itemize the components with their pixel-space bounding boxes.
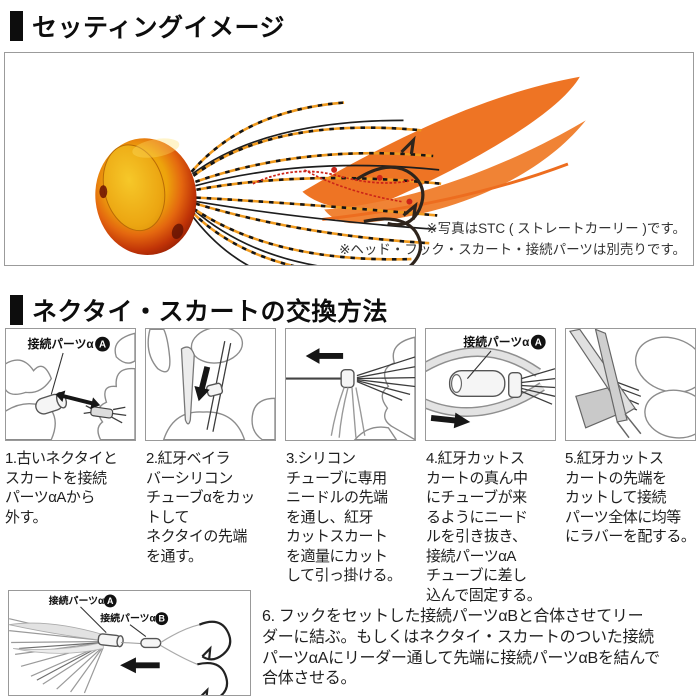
- connector-a-part: [97, 633, 124, 648]
- title-bar-icon: [10, 295, 23, 325]
- tube-ring: [508, 371, 523, 398]
- skirt-tie-blade2: [13, 642, 104, 654]
- skirt-bundle: [521, 368, 555, 405]
- step3-illustration: [286, 336, 415, 440]
- hands: [634, 336, 695, 439]
- caption-line-1: ※写真はSTC ( ストレートカーリー )です。: [426, 221, 686, 237]
- label-connector-b: 接続パーツα B: [100, 612, 169, 637]
- leader-line: [50, 352, 64, 395]
- badge-a-circle: [103, 594, 117, 608]
- arrow-down-icon: [194, 366, 211, 402]
- hooks: [197, 620, 232, 695]
- hook-hole: [171, 223, 184, 239]
- lure-head: [95, 138, 197, 256]
- connector-b-part: [140, 637, 162, 649]
- step4-text: 4.紅牙カットス カートの真ん中 にチューブが来 るようにニード ルを引き抜き、…: [426, 450, 542, 604]
- necktie-orange: [302, 76, 586, 224]
- badge-b-letter: B: [158, 614, 165, 624]
- arrow-left-icon: [120, 657, 160, 674]
- hooks: [355, 135, 425, 265]
- step6-panel: 接続パーツα A 接続パーツα B: [8, 590, 251, 696]
- section-setting-title: セッティングイメージ: [10, 8, 285, 44]
- skirt-strands: [356, 356, 415, 401]
- connector: [448, 370, 506, 398]
- connector-label: 接続パーツα: [463, 335, 530, 349]
- step2-illustration: [147, 329, 275, 440]
- title-bar-icon: [10, 11, 23, 41]
- tairaba-lure-photo: [95, 76, 586, 265]
- step5-illustration: [568, 329, 695, 439]
- leader-line: [129, 624, 147, 637]
- assist-cord: [252, 166, 414, 205]
- step6-text: 6. フックをセットした接続パーツαBと合体させてリー ダーに結ぶ。もしくはネク…: [262, 608, 660, 688]
- step2-panel: [145, 328, 276, 441]
- badge-a-letter: A: [107, 596, 114, 606]
- hands: [147, 329, 275, 440]
- line-eyelet: [99, 185, 108, 199]
- step3-text: 3.シリコン チューブに専用 ニードルの先端 を通し、紅牙 カットスカート を適…: [286, 450, 402, 584]
- hands: [6, 332, 135, 440]
- connector-a-label: 接続パーツα: [49, 594, 104, 607]
- page-title: セッティングイメージ: [32, 14, 286, 42]
- skirt-black-strands: [189, 119, 440, 265]
- tube-ring: [340, 369, 355, 389]
- badge-a-letter: A: [535, 338, 542, 349]
- necktie-blade: [180, 346, 195, 425]
- step1-panel: 接続パーツα A: [5, 328, 136, 441]
- skirt-orange-strands: [190, 101, 442, 265]
- badge-b-circle: [155, 612, 169, 626]
- badge-a-circle: [530, 334, 546, 350]
- section-howto-title: ネクタイ・スカートの交換方法: [10, 292, 388, 328]
- badge-a-circle: [95, 336, 110, 352]
- step6-illustration: 接続パーツα A 接続パーツα B: [9, 594, 232, 695]
- photo-caption: ※写真はSTC ( ストレートカーリー )です。 ※ヘッド・フック・スカート・接…: [339, 219, 686, 261]
- caption-line-2: ※ヘッド・フック・スカート・接続パーツは別売りです。: [339, 242, 686, 258]
- panel-label: 接続パーツα A: [28, 336, 110, 395]
- double-arrow-icon: [55, 390, 101, 409]
- step4-illustration: 接続パーツα A: [426, 334, 555, 429]
- step5-panel: [565, 328, 696, 441]
- step1-text: 1.古いネクタイと スカートを接続 パーツαAから 外す。: [5, 450, 118, 526]
- tie-ends: [330, 387, 366, 438]
- leader-wire: [121, 642, 141, 644]
- panel-label: 接続パーツα A: [463, 334, 546, 379]
- connector-label: 接続パーツα: [28, 337, 95, 351]
- leader-line: [466, 350, 492, 379]
- step5-text: 5.紅牙カットス カートの先端を カットして接続 パーツ全体に均等 にラバーを配…: [565, 450, 696, 545]
- connector-b-label: 接続パーツα: [100, 612, 155, 625]
- scissors: [568, 329, 642, 439]
- step1-illustration: 接続パーツα A: [6, 332, 135, 440]
- step3-panel: [285, 328, 416, 441]
- label-connector-a: 接続パーツα A: [49, 594, 117, 633]
- howto-title: ネクタイ・スカートの交換方法: [32, 298, 389, 326]
- setting-photo-frame: ※写真はSTC ( ストレートカーリー )です。 ※ヘッド・フック・スカート・接…: [4, 52, 694, 266]
- arrow-right-icon: [430, 412, 471, 429]
- hands: [353, 336, 415, 440]
- old-tie-part: [83, 405, 127, 424]
- badge-a-letter: A: [99, 340, 106, 351]
- hook-lines: [160, 624, 200, 665]
- step4-panel: 接続パーツα A: [425, 328, 556, 441]
- step2-text: 2.紅牙ベイラ バーシリコン チューブαをカッ トして ネクタイの先端 を通す。: [146, 450, 255, 565]
- leader-line: [80, 606, 107, 633]
- arrow-left-icon: [305, 348, 344, 364]
- skirt-tie-blade: [9, 622, 104, 641]
